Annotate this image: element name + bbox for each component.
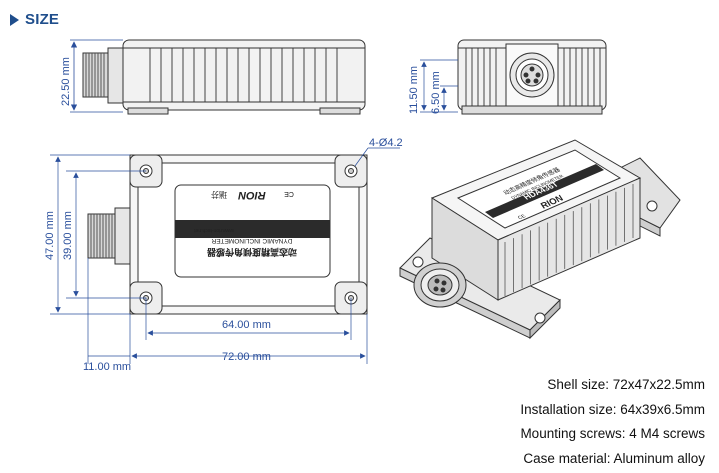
isometric-view xyxy=(399,139,681,340)
spec-shell-size: Shell size: 72x47x22.5mm xyxy=(547,377,705,392)
side-view xyxy=(82,39,366,115)
label-cn-title: 动态高精度倾角传感器 xyxy=(206,247,297,258)
label-en-title: DYNAMIC INCLINOMETER xyxy=(211,237,292,244)
triangle-bullet-icon xyxy=(10,13,19,26)
front-view xyxy=(457,39,607,115)
iso-label-ce: CE xyxy=(517,213,528,220)
device-label-top: 动态高精度倾角传感器 DYNAMIC INCLINOMETER www.rion… xyxy=(194,189,297,258)
label-ce: CE xyxy=(284,190,294,197)
connector-length-label: 11.00 mm xyxy=(83,361,131,373)
label-brand-cn: 瑞芬 xyxy=(211,190,227,200)
spec-case-material: Case material: Aluminum alloy xyxy=(523,450,705,466)
section-title: SIZE xyxy=(25,11,60,28)
front-mount-label: 6.50 mm xyxy=(430,71,442,114)
section-header: SIZE xyxy=(10,11,59,28)
height-mount-label: 39.00 mm xyxy=(62,211,74,260)
front-height-dimensions xyxy=(420,59,458,113)
top-view-dimensions xyxy=(50,147,400,364)
side-height-label: 22.50 mm xyxy=(60,57,72,106)
width-total-label: 72.00 mm xyxy=(222,351,271,363)
spec-mounting-screws: Mounting screws: 4 M4 screws xyxy=(520,426,705,441)
side-height-dimension xyxy=(70,39,123,113)
mounting-holes-label: 4-Ø4.2 xyxy=(369,137,403,149)
spec-list: Shell size: 72x47x22.5mm Installation si… xyxy=(520,373,705,471)
label-url: www.rion-tech.net xyxy=(194,227,234,233)
spec-installation-size: Installation size: 64x39x6.5mm xyxy=(520,401,705,417)
top-view xyxy=(87,154,368,315)
height-total-label: 47.00 mm xyxy=(44,211,56,260)
front-height-label: 11.50 mm xyxy=(408,66,420,114)
label-brand: RION xyxy=(237,189,266,201)
label-model: HDA436T xyxy=(230,209,274,220)
width-mount-label: 64.00 mm xyxy=(222,319,271,331)
